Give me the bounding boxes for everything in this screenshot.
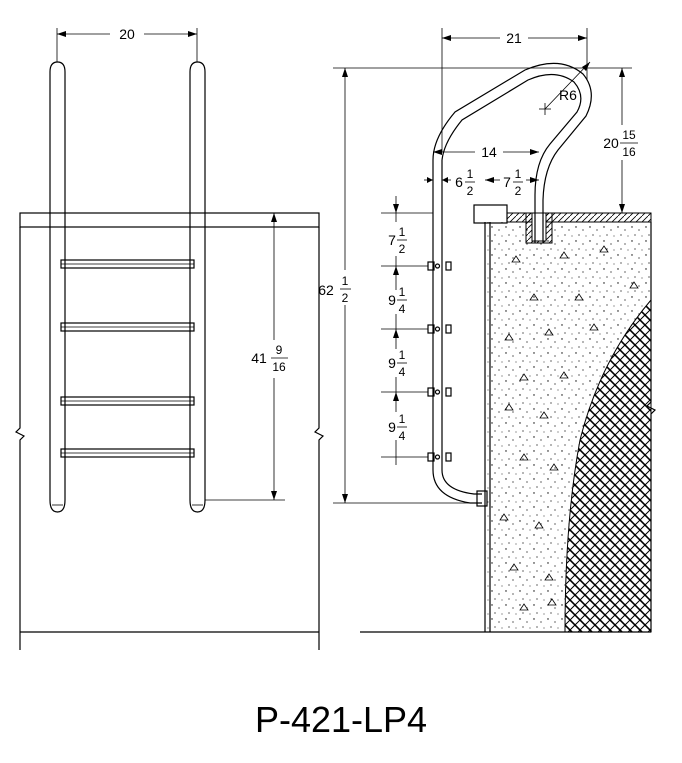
- anchor-den: 2: [515, 184, 522, 198]
- rail-right: [189, 61, 206, 513]
- step-spacing-3-num: 1: [399, 348, 406, 362]
- rise-whole: 20: [603, 135, 619, 151]
- front-height-whole: 41: [251, 350, 267, 366]
- handrail-tube: [432, 62, 592, 504]
- side-width-dimension: 21: [441, 28, 588, 152]
- step-spacing-1-whole: 7: [388, 232, 396, 248]
- front-width-dimension: 20: [56, 26, 198, 62]
- side-width-label: 21: [506, 30, 522, 46]
- step-spacing-1-den: 2: [399, 242, 406, 256]
- offset-den: 2: [467, 184, 474, 198]
- step-spacing-4-whole: 9: [388, 419, 396, 435]
- radius-label: R6: [559, 87, 577, 103]
- step-spacing-3-den: 4: [399, 365, 406, 379]
- overall-height-dimension: 62 1 2: [318, 67, 583, 504]
- offset-dimension: 6 1 2: [424, 167, 475, 198]
- anchor-dimension: 7 1 2: [485, 167, 539, 198]
- anchor-num: 1: [515, 167, 522, 181]
- wall-right: [313, 227, 325, 650]
- front-height-num: 9: [276, 343, 283, 357]
- offset-whole: 6: [455, 174, 463, 190]
- reach-label: 14: [481, 144, 497, 160]
- front-height-dimension: 41 9 16: [205, 212, 288, 501]
- rise-dimension: 20 15 16: [583, 67, 638, 213]
- front-height-den: 16: [272, 360, 286, 374]
- wall-left: [14, 227, 26, 650]
- step-spacing-dimensions: 7 1 2 9 1 4 9 1 4 9 1 4: [381, 196, 433, 465]
- step-spacing-2-whole: 9: [388, 292, 396, 308]
- rise-num: 15: [622, 128, 636, 142]
- deck-slab: [506, 212, 652, 223]
- step-spacing-3-whole: 9: [388, 355, 396, 371]
- front-width-label: 20: [119, 26, 135, 42]
- rail-left: [49, 61, 66, 513]
- side-view: 21 R6 14 6 1 2: [318, 28, 657, 633]
- step-spacing-2-den: 4: [399, 302, 406, 316]
- front-steps: [60, 259, 195, 458]
- tread-bolts: [427, 261, 452, 462]
- rise-den: 16: [622, 145, 636, 159]
- backfill: [564, 298, 652, 633]
- step-spacing-4-den: 4: [399, 429, 406, 443]
- aggregate-marks: [499, 245, 639, 611]
- anchor-whole: 7: [503, 174, 511, 190]
- overall-den: 2: [342, 291, 349, 305]
- reach-dimension: 14: [433, 144, 539, 160]
- step-spacing-1-num: 1: [399, 225, 406, 239]
- deck-edge: [19, 212, 320, 228]
- step-spacing-4-num: 1: [399, 412, 406, 426]
- model-number-title: P-421-LP4: [255, 699, 427, 740]
- front-view: 20 41 9 16: [14, 26, 325, 650]
- step-spacing-2-num: 1: [399, 285, 406, 299]
- offset-num: 1: [467, 167, 474, 181]
- overall-num: 1: [342, 274, 349, 288]
- radius-dimension: R6: [539, 61, 591, 115]
- coping-stone: [473, 204, 508, 224]
- overall-whole: 62: [318, 282, 334, 298]
